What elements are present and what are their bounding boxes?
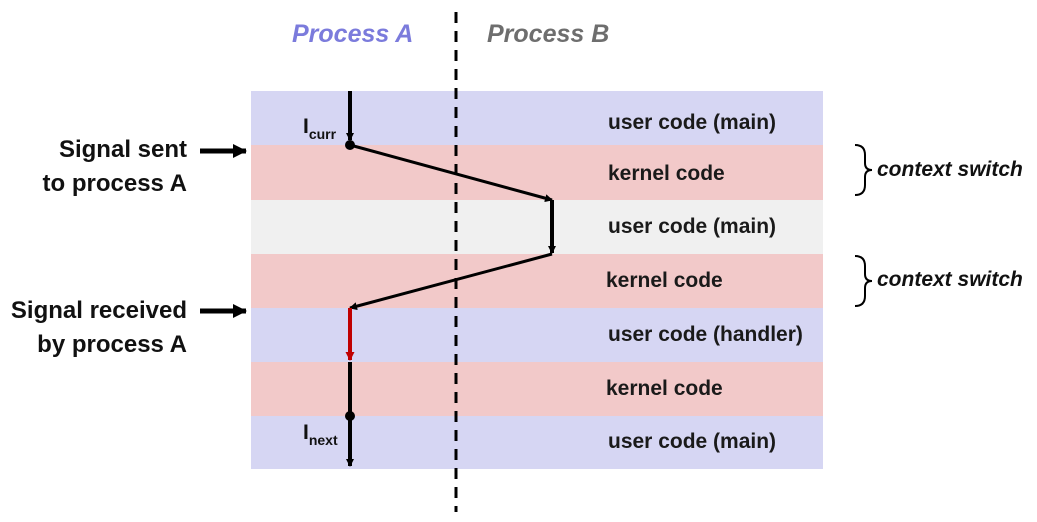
band-label-user-handler: user code (handler) [608,323,803,346]
context-switch-brace-2 [854,255,873,307]
band-label-user-main-2: user code (main) [608,430,777,453]
flow-switch-a-to-b [349,143,553,203]
band-label-kernel-3: kernel code [606,377,723,400]
context-switch-label-2: context switch [877,268,1023,291]
instruction-curr-label: Icurr [303,115,336,142]
band-kernel-3 [251,362,823,416]
signal-sent-line-1: Signal sent [58,136,187,163]
band-label-user-main-b: user code (main) [608,215,777,238]
process-a-header: Process A [292,20,414,48]
signal-received-label: Signal received by process A [11,294,187,362]
instruction-curr-base: I [303,115,309,138]
band-label-kernel-1: kernel code [608,162,725,185]
band-label-user-main-1: user code (main) [608,111,777,134]
band-kernel-1 [251,145,823,200]
context-switch-label-1: context switch [877,158,1023,181]
instruction-next-label: Inext [303,421,338,448]
band-user-main-b [251,200,823,254]
context-switch-brace-1 [854,144,873,196]
signal-received-line-1: Signal received [10,297,187,324]
process-b-header: Process B [487,20,610,48]
signal-sent-line-2: to process A [42,170,187,197]
signal-sent-label: Signal sent to process A [43,133,187,201]
flow-switch-b-to-a [349,252,553,311]
band-label-kernel-2: kernel code [606,269,723,292]
instruction-next-base: I [303,421,309,444]
band-kernel-2 [251,254,823,308]
instruction-next-sub: next [308,432,338,448]
instruction-curr-sub: curr [308,126,337,142]
signal-received-line-2: by process A [37,331,187,358]
